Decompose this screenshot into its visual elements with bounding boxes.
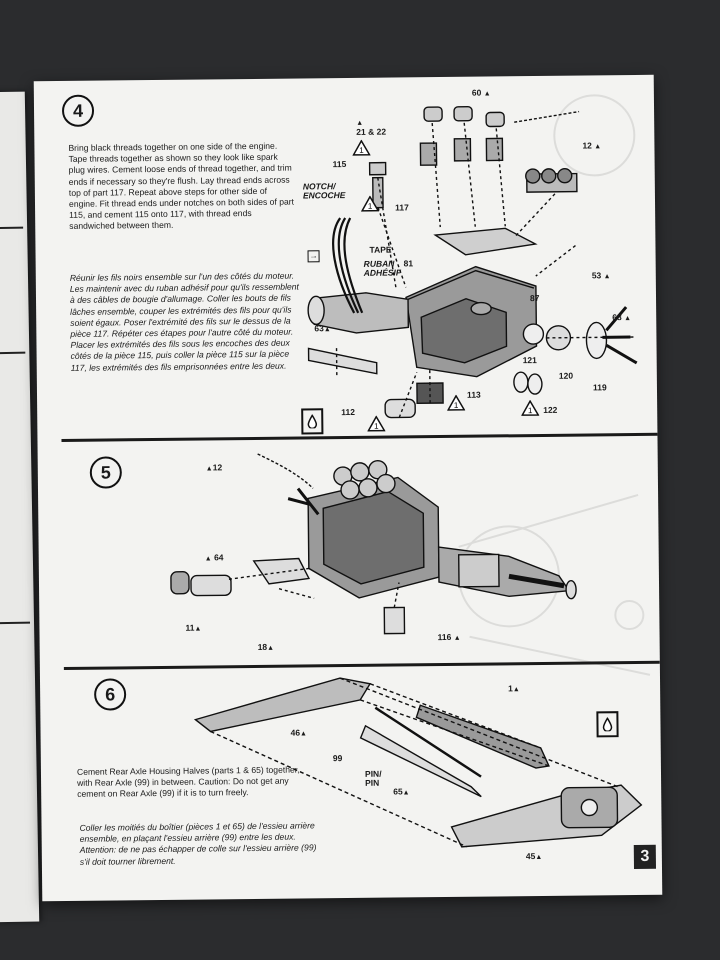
callout-part-64: ▲ 64 — [204, 552, 224, 563]
svg-text:1: 1 — [359, 146, 364, 155]
axle-housing-drawing — [193, 677, 643, 848]
page-number: 3 — [633, 844, 657, 870]
svg-text:1: 1 — [528, 406, 533, 415]
svg-text:1: 1 — [374, 422, 379, 431]
callout-part-45: 45▲ — [525, 851, 543, 862]
callout-parts-21-22: ▲21 & 22 — [356, 119, 387, 137]
callout-part-12: 12 ▲ — [582, 140, 602, 151]
engine-assembly-drawing — [287, 459, 577, 600]
callout-part-120: 120 — [558, 370, 574, 381]
callout-part-46: 46▲ — [290, 727, 308, 738]
callout-pin: PIN/PIN — [364, 768, 382, 788]
intake-manifold-drawing — [433, 168, 578, 256]
svg-text:1: 1 — [368, 202, 373, 211]
divider-line — [0, 226, 24, 230]
arrow-box-icon: → — [307, 250, 320, 263]
callout-part-121: 121 — [522, 355, 537, 366]
callout-tape: TAPE — [369, 244, 392, 255]
callout-part-116: 116 ▲ — [437, 631, 461, 643]
callout-part-11: 11▲ — [185, 622, 202, 633]
instruction-page: 4 Bring black threads together on one si… — [33, 74, 663, 902]
caution-triangle-icon: 1 — [367, 415, 386, 432]
cement-drop-icon — [596, 711, 619, 738]
callout-part-18: 18▲ — [257, 641, 275, 652]
previous-page-edge — [0, 91, 40, 923]
callout-part-68: 68 ▲ — [612, 312, 632, 323]
leader-lines — [335, 122, 637, 418]
caution-triangle-icon: 1 — [447, 394, 466, 411]
callout-part-12-step5: ▲12 — [205, 462, 223, 473]
caution-triangle-icon: 1 — [352, 139, 371, 156]
callout-part-112: 112 — [341, 406, 355, 418]
callout-part-1: 1▲ — [508, 683, 520, 694]
divider-line — [0, 351, 26, 355]
callout-part-81: 81 — [403, 258, 414, 269]
caution-triangle-icon: 1 — [360, 195, 380, 212]
carburetor-stack-drawing — [419, 106, 505, 166]
svg-text:1: 1 — [454, 401, 459, 410]
cement-drop-icon — [301, 408, 324, 435]
callout-part-113: 113 — [466, 389, 481, 400]
callout-part-119: 119 — [592, 382, 607, 393]
callout-part-87: 87 — [529, 292, 540, 304]
callout-part-115: 115 — [332, 159, 347, 170]
caution-triangle-icon: 1 — [521, 399, 540, 416]
callout-part-63: 63▲ — [314, 323, 331, 334]
callout-notch: NOTCH/ENCOCHE — [302, 181, 346, 201]
callout-part-65: 65▲ — [393, 786, 410, 797]
divider-line — [0, 621, 31, 625]
callout-part-122: 122 — [543, 404, 558, 415]
callout-part-60: 60 ▲ — [471, 87, 491, 98]
callout-part-117: 117 — [395, 202, 409, 213]
callout-part-99: 99 — [332, 753, 343, 764]
callout-part-53: 53 ▲ — [591, 270, 611, 281]
assembly-diagram — [170, 106, 643, 848]
